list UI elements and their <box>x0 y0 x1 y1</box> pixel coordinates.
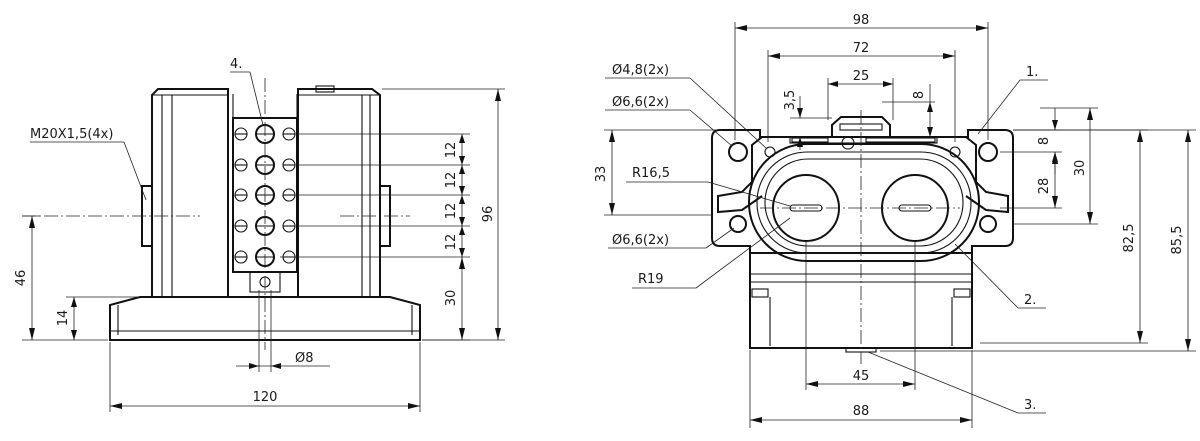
housing-right <box>297 88 381 297</box>
dim-height-base: 14 <box>56 296 140 340</box>
dim-height-base-text: 14 <box>56 310 71 327</box>
dim-width-center-text: 25 <box>853 69 870 84</box>
dim-width-outer: 98 <box>734 13 989 140</box>
latch-slot-right <box>865 137 936 143</box>
dim-3-5: 3,5 <box>783 90 832 150</box>
dim-pitch-text: 12 <box>444 172 459 189</box>
gasket-outer <box>748 143 980 262</box>
label-item-1: 1. <box>977 65 1048 135</box>
dim-pitch: 12 12 12 12 <box>298 133 470 257</box>
dim-pitch-text: 12 <box>444 203 459 220</box>
dim-height-terminal-text: 30 <box>444 290 459 307</box>
label-thread: M20X1,5(4x) <box>30 127 147 201</box>
housing-left <box>151 88 229 297</box>
dim-height-85-5: 85,5 <box>880 129 1196 352</box>
dim-bore: Ø8 <box>236 290 330 372</box>
dim-width-total-text: 120 <box>253 390 278 405</box>
dim-28-text: 28 <box>1037 178 1052 195</box>
label-radius-19-text: R19 <box>638 272 664 287</box>
clip-left <box>717 136 763 214</box>
label-hole-48: Ø4,8(2x) <box>605 63 767 149</box>
lower-body-slot-left <box>751 288 769 298</box>
dim-height-85-5-text: 85,5 <box>1170 226 1185 255</box>
label-item-3: 3. <box>867 351 1046 414</box>
dim-width-center: 25 <box>827 69 894 120</box>
dim-30: 30 <box>1013 107 1098 225</box>
dim-pitch-text: 12 <box>444 234 459 251</box>
dim-8-right-text: 8 <box>1037 137 1052 145</box>
dim-pitch-text: 12 <box>444 142 459 159</box>
dim-30-text: 30 <box>1073 160 1088 177</box>
terminal-row <box>234 124 296 144</box>
dim-height-gland-text: 46 <box>14 270 29 287</box>
label-hole-66-top: Ø6,6(2x) <box>605 95 733 147</box>
clip-right <box>965 136 1009 214</box>
label-item-2: 2. <box>954 243 1046 309</box>
label-hole-66-bottom: Ø6,6(2x) <box>608 227 735 249</box>
dim-height-82-5-text: 82,5 <box>1122 224 1137 253</box>
label-item-2-text: 2. <box>1024 293 1036 308</box>
label-radius-16-5-text: R16,5 <box>632 166 670 181</box>
label-item-1-text: 1. <box>1026 65 1038 80</box>
mounting-hole <box>728 142 748 162</box>
dim-bore-text: Ø8 <box>295 351 314 366</box>
mounting-hole <box>729 215 747 233</box>
lower-body-slot-right <box>953 288 971 298</box>
dim-width-total: 120 <box>109 342 421 412</box>
dim-width-45: 45 <box>805 242 916 390</box>
label-item-3-text: 3. <box>1024 398 1036 413</box>
dim-8-top-text: 8 <box>912 91 927 99</box>
front-view: 98 72 25 3,5 <box>594 13 1196 428</box>
dim-33: 33 <box>594 129 722 216</box>
dim-width-88: 88 <box>749 350 973 428</box>
label-hole-66-bottom-text: Ø6,6(2x) <box>612 233 669 248</box>
flange-outer <box>711 129 1014 254</box>
mounting-hole <box>978 142 998 162</box>
latch-tab <box>831 116 891 137</box>
gasket-inner <box>756 151 972 254</box>
gasket-core <box>764 158 964 247</box>
side-view: 120 96 30 12 <box>14 57 505 412</box>
dim-height-total-text: 96 <box>481 206 496 223</box>
label-radius-16-5: R16,5 <box>626 166 791 207</box>
label-thread-text: M20X1,5(4x) <box>30 127 113 142</box>
label-item-4: 4. <box>230 57 264 126</box>
dim-height-terminal: 30 <box>280 256 470 341</box>
dim-8-top: 8 <box>882 84 935 137</box>
mounting-hole <box>979 215 997 233</box>
dim-28: 28 <box>1000 152 1062 209</box>
dim-width-outer-text: 98 <box>853 13 870 28</box>
label-radius-19: R19 <box>632 217 791 289</box>
dim-width-holes-text: 72 <box>853 41 870 56</box>
latch-slot-left <box>791 137 829 143</box>
mounting-holes <box>728 142 998 233</box>
housing-right-nub <box>315 85 335 93</box>
label-hole-66-top-text: Ø6,6(2x) <box>612 95 669 110</box>
dim-width-45-text: 45 <box>853 369 870 384</box>
dim-height-82-5: 82,5 <box>980 129 1148 344</box>
label-item-4-text: 4. <box>230 57 242 72</box>
dim-width-88-text: 88 <box>853 404 870 419</box>
dim-33-text: 33 <box>594 166 609 183</box>
dim-width-holes: 72 <box>767 41 956 142</box>
dim-3-5-text: 3,5 <box>783 90 798 111</box>
label-hole-48-text: Ø4,8(2x) <box>612 63 669 78</box>
dim-8-right: 8 <box>1000 108 1062 174</box>
dim-height-gland: 46 <box>14 215 108 341</box>
